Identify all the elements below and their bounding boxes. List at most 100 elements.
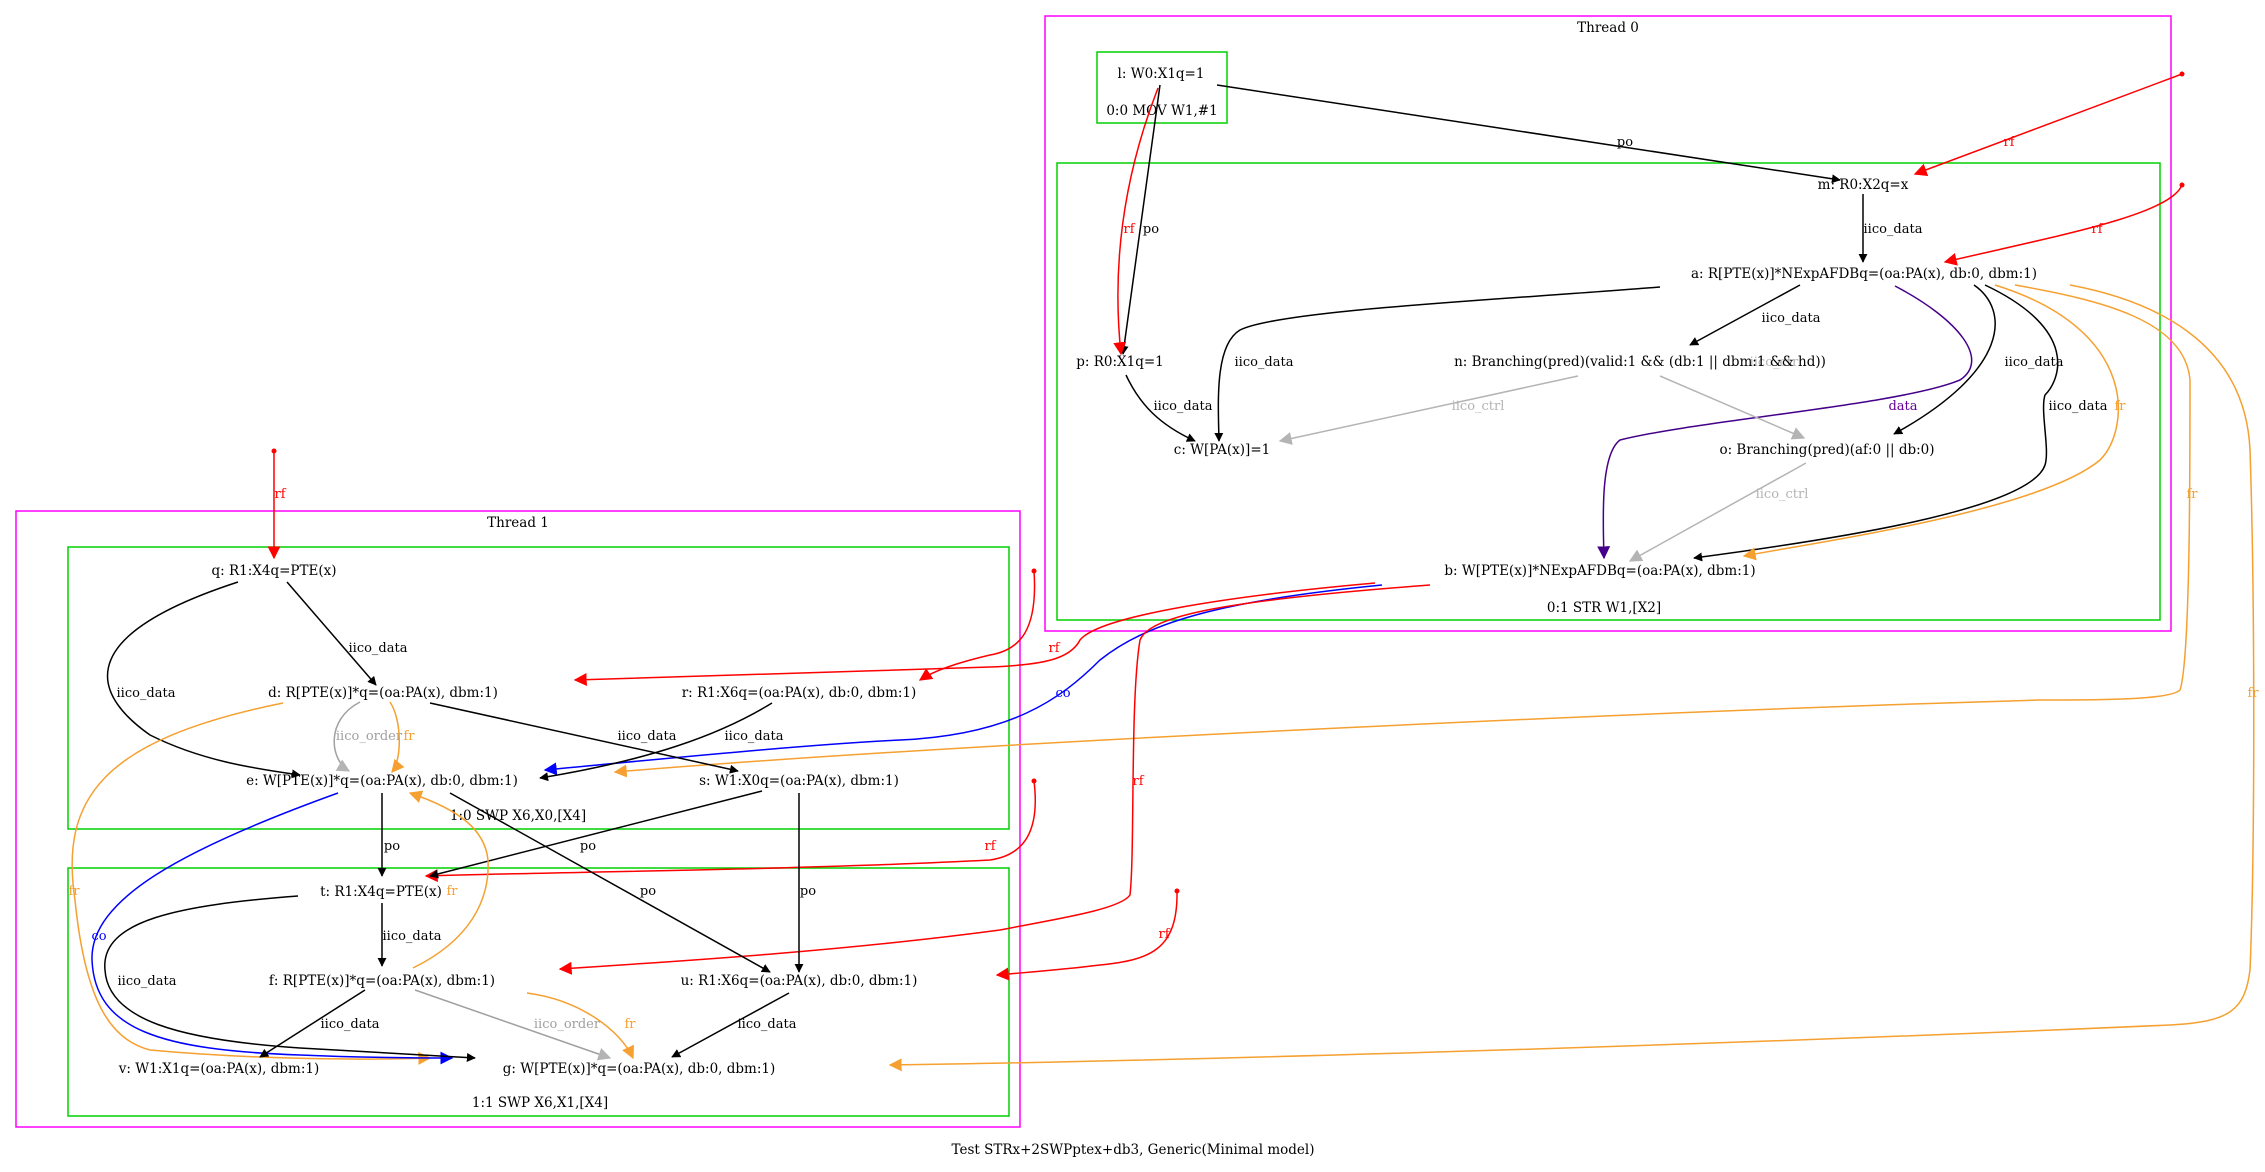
edge-init-t-rf: rf bbox=[424, 778, 1037, 883]
edge-b-f-rf: rf bbox=[558, 584, 1431, 975]
edge-d-g-fr: fr bbox=[68, 702, 432, 1065]
svg-text:iico_ctrl: iico_ctrl bbox=[1452, 399, 1505, 414]
thread-1-cluster bbox=[15, 510, 1021, 1128]
edge-init-a-rf: rf bbox=[1943, 182, 2185, 266]
instruction-0-1-cluster bbox=[1056, 162, 2161, 621]
edge-l-p-po: po bbox=[1119, 84, 1161, 355]
svg-text:rf: rf bbox=[1048, 641, 1060, 656]
svg-text:po: po bbox=[1617, 135, 1633, 150]
edge-q-d-iico-data: iico_data bbox=[286, 581, 408, 686]
edge-l-p-rf: rf bbox=[1113, 87, 1159, 356]
node-m: m: R0:X2q=x bbox=[1818, 177, 1909, 193]
graph-title: Test STRx+2SWPptex+db3, Generic(Minimal … bbox=[952, 1142, 1315, 1158]
svg-text:iico_data: iico_data bbox=[118, 974, 177, 989]
edge-f-v-iico-data: iico_data bbox=[259, 989, 380, 1058]
svg-text:iico_data: iico_data bbox=[725, 729, 784, 744]
instruction-1-1-label: 1:1 SWP X6,X1,[X4] bbox=[472, 1095, 608, 1111]
node-t: t: R1:X4q=PTE(x) bbox=[320, 884, 442, 900]
node-o: o: Branching(pred)(af:0 || db:0) bbox=[1719, 442, 1934, 458]
edge-u-g-iico-data: iico_data bbox=[671, 992, 797, 1058]
edge-d-s-iico-data: iico_data bbox=[429, 702, 739, 774]
edge-d-e-iico-order: iico_order bbox=[333, 701, 403, 772]
node-p: p: R0:X1q=1 bbox=[1076, 354, 1164, 370]
edge-init-q-rf: rf bbox=[267, 448, 287, 560]
node-s: s: W1:X0q=(oa:PA(x), dbm:1) bbox=[699, 773, 899, 789]
node-u: u: R1:X6q=(oa:PA(x), db:0, dbm:1) bbox=[681, 973, 918, 989]
edge-m-a-iico-data: iico_data bbox=[1858, 194, 1923, 263]
edge-o-b-iico-ctrl: iico_ctrl bbox=[1628, 462, 1808, 562]
svg-text:rf: rf bbox=[1123, 222, 1135, 237]
edge-q-e-iico-data: iico_data bbox=[106, 581, 301, 779]
node-r: r: R1:X6q=(oa:PA(x), db:0, dbm:1) bbox=[682, 685, 917, 701]
edge-p-c-iico-data: iico_data bbox=[1125, 374, 1213, 442]
svg-text:po: po bbox=[580, 839, 596, 854]
edge-a-g-fr: fr bbox=[888, 284, 2259, 1072]
svg-text:rf: rf bbox=[2003, 135, 2015, 150]
svg-text:fr: fr bbox=[68, 884, 80, 899]
edge-init-m-rf: rf bbox=[1913, 71, 2185, 176]
svg-text:iico_data: iico_data bbox=[383, 929, 442, 944]
edge-b-d-rf: rf bbox=[573, 582, 1376, 687]
svg-text:po: po bbox=[1143, 222, 1159, 237]
node-q: q: R1:X4q=PTE(x) bbox=[211, 563, 336, 579]
svg-text:iico_data: iico_data bbox=[738, 1017, 797, 1032]
edge-s-u-po: po bbox=[794, 793, 816, 973]
instruction-1-0-cluster bbox=[67, 546, 1010, 830]
thread-0-cluster bbox=[1044, 15, 2172, 632]
svg-text:rf: rf bbox=[274, 487, 286, 502]
thread-0-label: Thread 0 bbox=[1577, 20, 1639, 36]
node-v: v: W1:X1q=(oa:PA(x), dbm:1) bbox=[118, 1061, 319, 1077]
svg-text:po: po bbox=[640, 884, 656, 899]
edge-s-t-po: po bbox=[429, 790, 763, 879]
edge-e-u-po: po bbox=[449, 792, 771, 973]
svg-text:iico_data: iico_data bbox=[349, 641, 408, 656]
edge-a-e-fr: fr bbox=[613, 284, 2198, 778]
instruction-1-1-cluster bbox=[67, 867, 1010, 1117]
edge-f-e-fr: fr bbox=[408, 790, 489, 969]
node-l: l: W0:X1q=1 bbox=[1118, 66, 1205, 82]
svg-text:fr: fr bbox=[2247, 686, 2259, 701]
svg-text:iico_data: iico_data bbox=[1762, 311, 1821, 326]
svg-text:data: data bbox=[1888, 399, 1917, 414]
svg-text:co: co bbox=[91, 929, 106, 944]
svg-text:fr: fr bbox=[446, 884, 458, 899]
instruction-0-0-label: 0:0 MOV W1,#1 bbox=[1106, 103, 1217, 119]
edge-n-o-iico-ctrl: iico_ctrl bbox=[1659, 355, 1806, 440]
edge-t-f-iico-data: iico_data bbox=[377, 903, 442, 967]
edge-b-e-co: co bbox=[543, 584, 1383, 776]
edge-a-b-data: data bbox=[1597, 285, 1973, 560]
svg-text:fr: fr bbox=[403, 729, 415, 744]
edge-f-g-iico-order: iico_order bbox=[414, 989, 612, 1061]
edge-f-g-fr: fr bbox=[526, 992, 636, 1060]
edge-e-t-po: po bbox=[377, 793, 400, 877]
edge-init-u-rf: rf bbox=[995, 888, 1180, 981]
svg-text:iico_data: iico_data bbox=[2005, 355, 2064, 370]
node-a: a: R[PTE(x)]*NExpAFDBq=(oa:PA(x), db:0, … bbox=[1691, 266, 2037, 282]
svg-text:iico_data: iico_data bbox=[1864, 222, 1923, 237]
edge-a-b-fr: fr bbox=[1742, 284, 2126, 561]
edge-d-e-fr: fr bbox=[389, 701, 415, 774]
edge-n-c-iico-ctrl: iico_ctrl bbox=[1278, 375, 1579, 445]
svg-text:co: co bbox=[1055, 686, 1070, 701]
svg-text:iico_data: iico_data bbox=[2049, 399, 2108, 414]
instruction-0-0-cluster bbox=[1096, 51, 1228, 124]
edge-r-e-iico-data: iico_data bbox=[539, 702, 784, 782]
node-f: f: R[PTE(x)]*q=(oa:PA(x), dbm:1) bbox=[269, 973, 495, 989]
svg-text:fr: fr bbox=[2186, 487, 2198, 502]
node-e: e: W[PTE(x)]*q=(oa:PA(x), db:0, dbm:1) bbox=[246, 773, 518, 789]
svg-text:rf: rf bbox=[1158, 927, 1170, 942]
edge-a-n-iico-data: iico_data bbox=[1689, 284, 1821, 346]
svg-text:iico_order: iico_order bbox=[336, 729, 403, 744]
node-b: b: W[PTE(x)]*NExpAFDBq=(oa:PA(x), dbm:1) bbox=[1444, 563, 1755, 579]
svg-text:fr: fr bbox=[2114, 399, 2126, 414]
svg-text:iico_data: iico_data bbox=[1235, 355, 1294, 370]
svg-text:rf: rf bbox=[2091, 222, 2103, 237]
edge-a-o-iico-data: iico_data bbox=[1893, 284, 2064, 435]
svg-text:rf: rf bbox=[984, 839, 996, 854]
edge-a-b-iico-data: iico_data bbox=[1693, 284, 2108, 562]
instruction-1-0-label: 1:0 SWP X6,X0,[X4] bbox=[450, 808, 586, 824]
edge-a-c-iico-data: iico_data bbox=[1214, 286, 1661, 442]
node-d: d: R[PTE(x)]*q=(oa:PA(x), dbm:1) bbox=[268, 685, 498, 701]
